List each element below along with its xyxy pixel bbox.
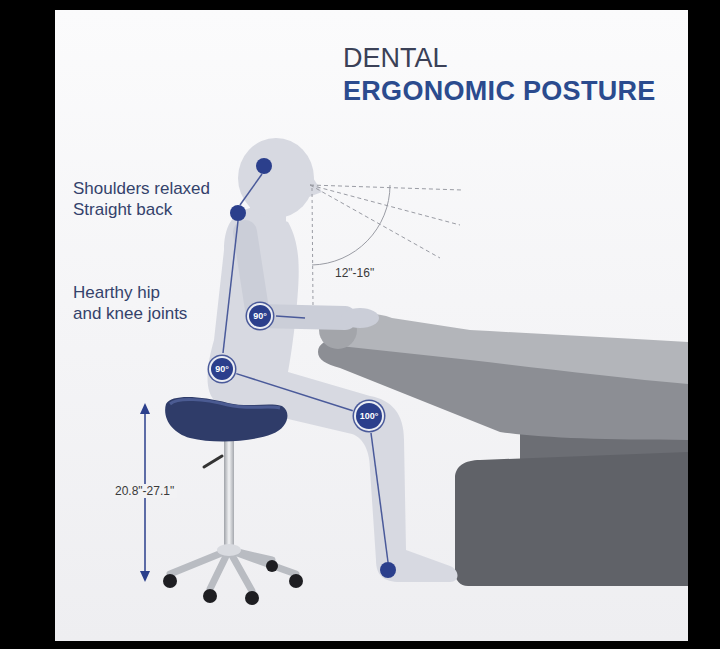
- posture-line: [236, 374, 352, 411]
- angle-value: 90°: [253, 312, 267, 321]
- posture-guide: [223, 174, 388, 562]
- angle-dimension: 12"-16": [335, 266, 374, 280]
- posture-note: Hearthy hip and knee joints: [73, 282, 190, 324]
- angle-value: 90°: [215, 365, 229, 374]
- sight-lines: [310, 185, 462, 305]
- angle-value: 100°: [360, 412, 379, 421]
- joint-dot: [230, 158, 396, 578]
- title-prefix: DENTAL: [343, 42, 448, 74]
- saddle-stool: [163, 397, 303, 605]
- panel: [55, 10, 688, 641]
- posture-note: Shoulders relaxed Straight back: [73, 178, 213, 220]
- dentist-figure: [208, 138, 458, 582]
- angle-marker: 90°: [249, 305, 271, 327]
- angle-marker: 90°: [211, 358, 233, 380]
- angle-marker: 100°: [356, 403, 382, 429]
- diagram-title: ERGONOMIC POSTURE: [343, 76, 656, 107]
- height-dimension-label: 20.8"-27.1": [112, 484, 177, 498]
